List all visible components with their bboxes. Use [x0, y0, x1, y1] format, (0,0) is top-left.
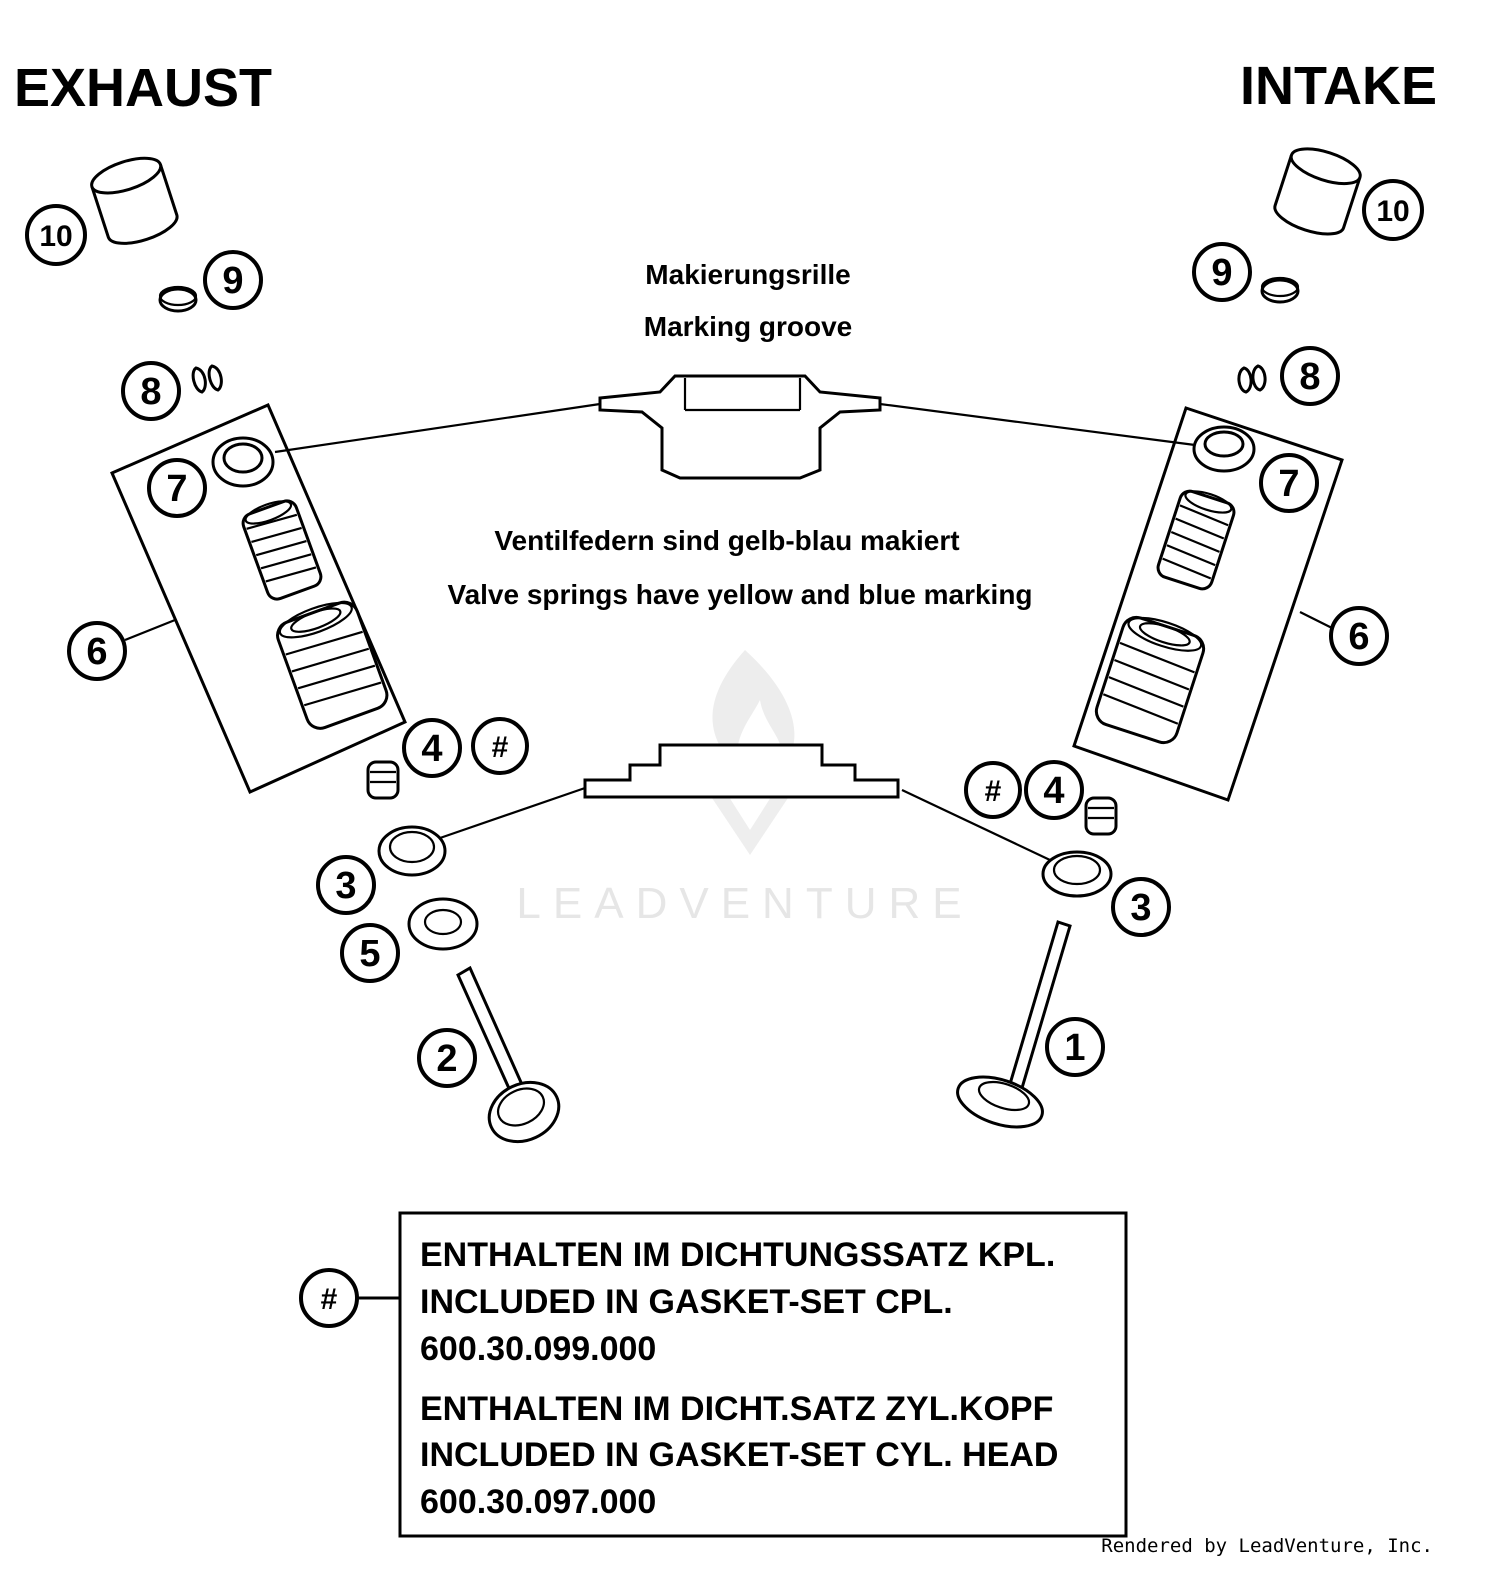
callout-hash-legend: #	[299, 1268, 359, 1328]
exhaust-bucket-tappet	[90, 156, 179, 245]
marking-groove-label-en: Marking groove	[644, 311, 852, 342]
callout-9-intake: 9	[1192, 242, 1252, 302]
exhaust-inner-spring	[241, 499, 323, 601]
svg-text:#: #	[492, 731, 509, 764]
intake-inner-spring	[1156, 489, 1236, 591]
exhaust-title: EXHAUST	[14, 58, 272, 118]
svg-text:#: #	[985, 775, 1002, 808]
exhaust-valve-stem-seal	[366, 760, 400, 800]
legend-line-4: ENTHALTEN IM DICHT.SATZ ZYL.KOPF	[420, 1390, 1053, 1428]
callout-7-intake: 7	[1259, 453, 1319, 513]
callout-7-exhaust: 7	[147, 458, 207, 518]
svg-text:9: 9	[222, 260, 243, 302]
exhaust-valve	[456, 965, 561, 1144]
svg-text:8: 8	[1299, 356, 1320, 398]
svg-text:3: 3	[1130, 887, 1151, 929]
callout-6-exhaust-leader	[124, 618, 176, 642]
intake-shim	[1260, 276, 1300, 304]
intake-valve-keepers	[1237, 364, 1267, 394]
exhaust-spring-seat	[377, 825, 447, 877]
intake-title: INTAKE	[1240, 56, 1437, 116]
svg-text:1: 1	[1064, 1027, 1085, 1069]
watermark-text: LEADVENTURE	[516, 879, 973, 928]
callout-6-intake: 6	[1329, 606, 1389, 666]
svg-text:4: 4	[1043, 770, 1064, 812]
callout-8-intake: 8	[1280, 346, 1340, 406]
valve-stem-seal-detail	[583, 743, 900, 799]
seal-leader-left	[439, 786, 586, 840]
callout-5-exhaust: 5	[340, 923, 400, 983]
intake-bucket-tappet	[1273, 147, 1362, 236]
gasket-set-legend: ENTHALTEN IM DICHTUNGSSATZ KPL. INCLUDED…	[358, 1211, 1128, 1538]
callout-3-intake: 3	[1111, 877, 1171, 937]
intake-spring-box	[1072, 406, 1344, 802]
callout-1-intake: 1	[1045, 1017, 1105, 1077]
callout-10-exhaust: 10	[25, 204, 87, 266]
svg-text:9: 9	[1211, 252, 1232, 294]
legend-line-3: 600.30.099.000	[420, 1330, 656, 1368]
svg-text:10: 10	[1376, 195, 1409, 228]
svg-text:5: 5	[359, 933, 380, 975]
legend-line-5: INCLUDED IN GASKET-SET CYL. HEAD	[420, 1436, 1058, 1474]
callout-10-intake: 10	[1362, 179, 1424, 241]
intake-outer-spring	[1094, 615, 1206, 745]
legend-line-2: INCLUDED IN GASKET-SET CPL.	[420, 1283, 953, 1321]
groove-leader-left	[274, 402, 601, 454]
svg-text:7: 7	[1278, 463, 1299, 505]
intake-valve-stem-seal	[1084, 796, 1118, 836]
intake-valve	[956, 920, 1072, 1129]
callout-9-exhaust: 9	[203, 250, 263, 310]
svg-text:4: 4	[421, 728, 442, 770]
callout-6-intake-leader	[1299, 611, 1333, 629]
seal-leader-right	[901, 789, 1051, 861]
exhaust-outer-spring	[276, 600, 389, 730]
svg-text:10: 10	[39, 220, 72, 253]
svg-text:6: 6	[1348, 616, 1369, 658]
valve-spring-note-en: Valve springs have yellow and blue marki…	[447, 579, 1032, 610]
exhaust-spring-box	[110, 403, 407, 794]
svg-text:6: 6	[86, 631, 107, 673]
marking-groove-detail	[598, 374, 882, 480]
callout-3-exhaust: 3	[316, 855, 376, 915]
callout-8-exhaust: 8	[121, 361, 181, 421]
svg-text:8: 8	[140, 371, 161, 413]
callout-6-exhaust: 6	[67, 621, 127, 681]
svg-text:2: 2	[436, 1038, 457, 1080]
intake-spring-retainer	[1192, 425, 1256, 473]
svg-text:7: 7	[166, 468, 187, 510]
marking-groove-label-de: Makierungsrille	[645, 259, 850, 290]
valve-spring-note-de: Ventilfedern sind gelb-blau makiert	[494, 525, 959, 556]
intake-spring-seat	[1041, 850, 1113, 898]
exhaust-valve-keepers	[191, 364, 223, 394]
legend-line-1: ENTHALTEN IM DICHTUNGSSATZ KPL.	[420, 1236, 1055, 1274]
svg-text:3: 3	[335, 865, 356, 907]
svg-text:#: #	[321, 1283, 338, 1316]
groove-leader-right	[879, 402, 1196, 447]
rendered-by-credit: Rendered by LeadVenture, Inc.	[1101, 1535, 1433, 1557]
callout-2-exhaust: 2	[417, 1028, 477, 1088]
callout-hash-exhaust: #	[471, 717, 529, 775]
legend-line-6: 600.30.097.000	[420, 1483, 656, 1521]
callout-4-intake: 4	[1024, 760, 1084, 820]
exhaust-spring-retainer	[211, 436, 275, 488]
exhaust-shim	[158, 285, 198, 313]
callout-4-exhaust: 4	[402, 718, 462, 778]
callout-hash-intake: #	[964, 761, 1022, 819]
exhaust-washer	[407, 897, 479, 951]
